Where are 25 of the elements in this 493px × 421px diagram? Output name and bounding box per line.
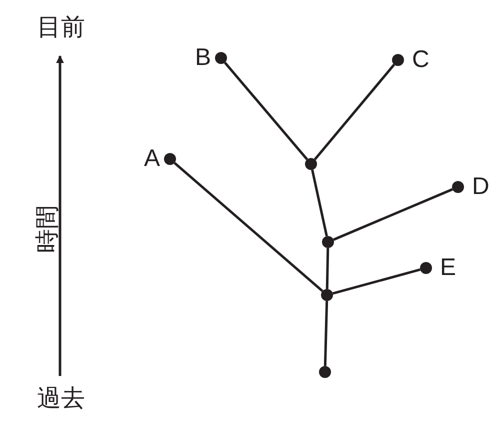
branch-line	[326, 248, 330, 290]
dot	[321, 289, 333, 301]
dot	[452, 181, 464, 193]
point-label: E	[440, 256, 456, 280]
dot	[392, 54, 404, 66]
dot	[420, 262, 432, 274]
branch-line	[174, 162, 324, 292]
dot	[164, 153, 176, 165]
time-label: 目前	[37, 14, 85, 42]
branch-line	[333, 188, 453, 241]
dot	[322, 236, 334, 248]
point-label: A	[144, 147, 160, 171]
branch-line	[324, 300, 328, 366]
point-label: D	[472, 175, 490, 199]
dot	[319, 366, 331, 378]
branch-line	[224, 62, 308, 160]
branch-line	[332, 268, 421, 295]
branch-line	[314, 64, 396, 160]
time-label: 過去	[37, 385, 85, 413]
axis-label: 時間	[34, 205, 62, 253]
point-label: C	[412, 48, 430, 72]
branch-line	[311, 170, 328, 236]
dot	[215, 52, 227, 64]
dot	[305, 158, 317, 170]
point-label: B	[195, 46, 212, 70]
